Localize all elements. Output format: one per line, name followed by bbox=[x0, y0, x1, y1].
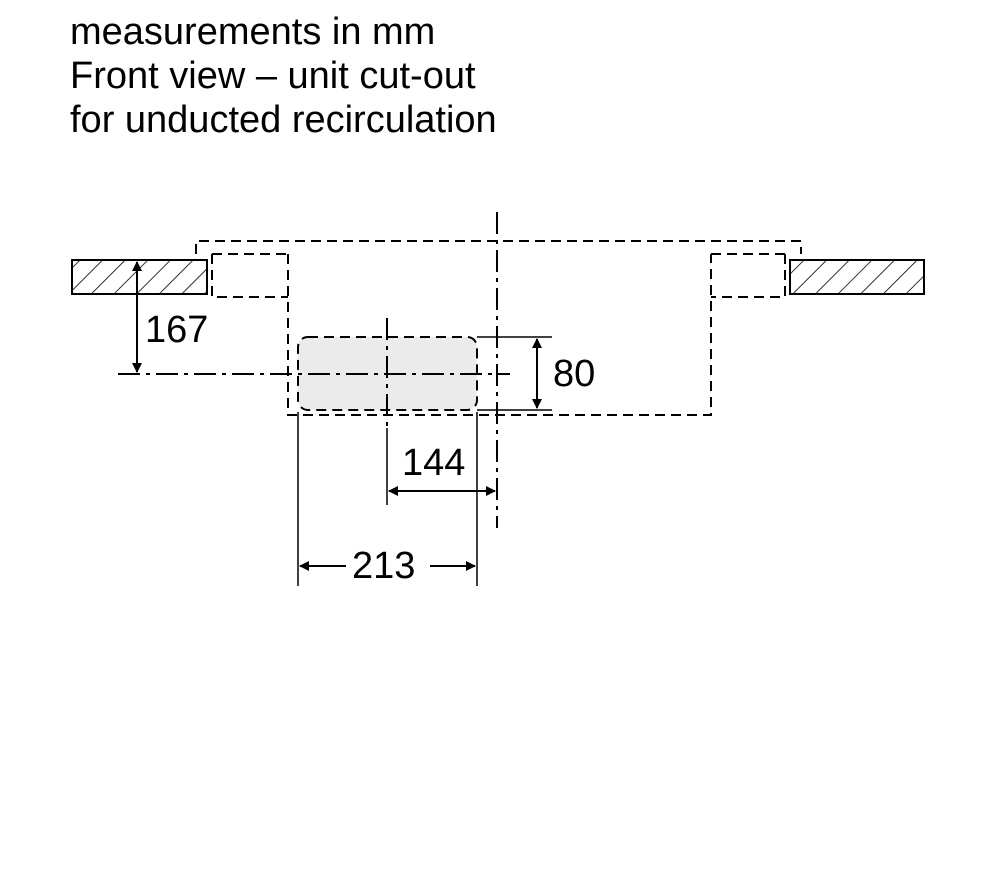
title-line-units: measurements in mm bbox=[70, 11, 436, 53]
appliance-outline bbox=[195, 240, 802, 416]
worktop-right bbox=[789, 259, 925, 295]
dim-144-label: 144 bbox=[402, 442, 465, 484]
dim-213-label: 213 bbox=[352, 545, 415, 587]
worktop-left bbox=[71, 259, 208, 295]
title-line-purpose: for unducted recirculation bbox=[70, 99, 497, 141]
dim-80-label: 80 bbox=[553, 353, 595, 395]
title-line-view: Front view – unit cut-out bbox=[70, 55, 476, 97]
diagram-title: measurements in mm Front view – unit cut… bbox=[70, 10, 497, 142]
dim-167-label: 167 bbox=[145, 309, 208, 351]
